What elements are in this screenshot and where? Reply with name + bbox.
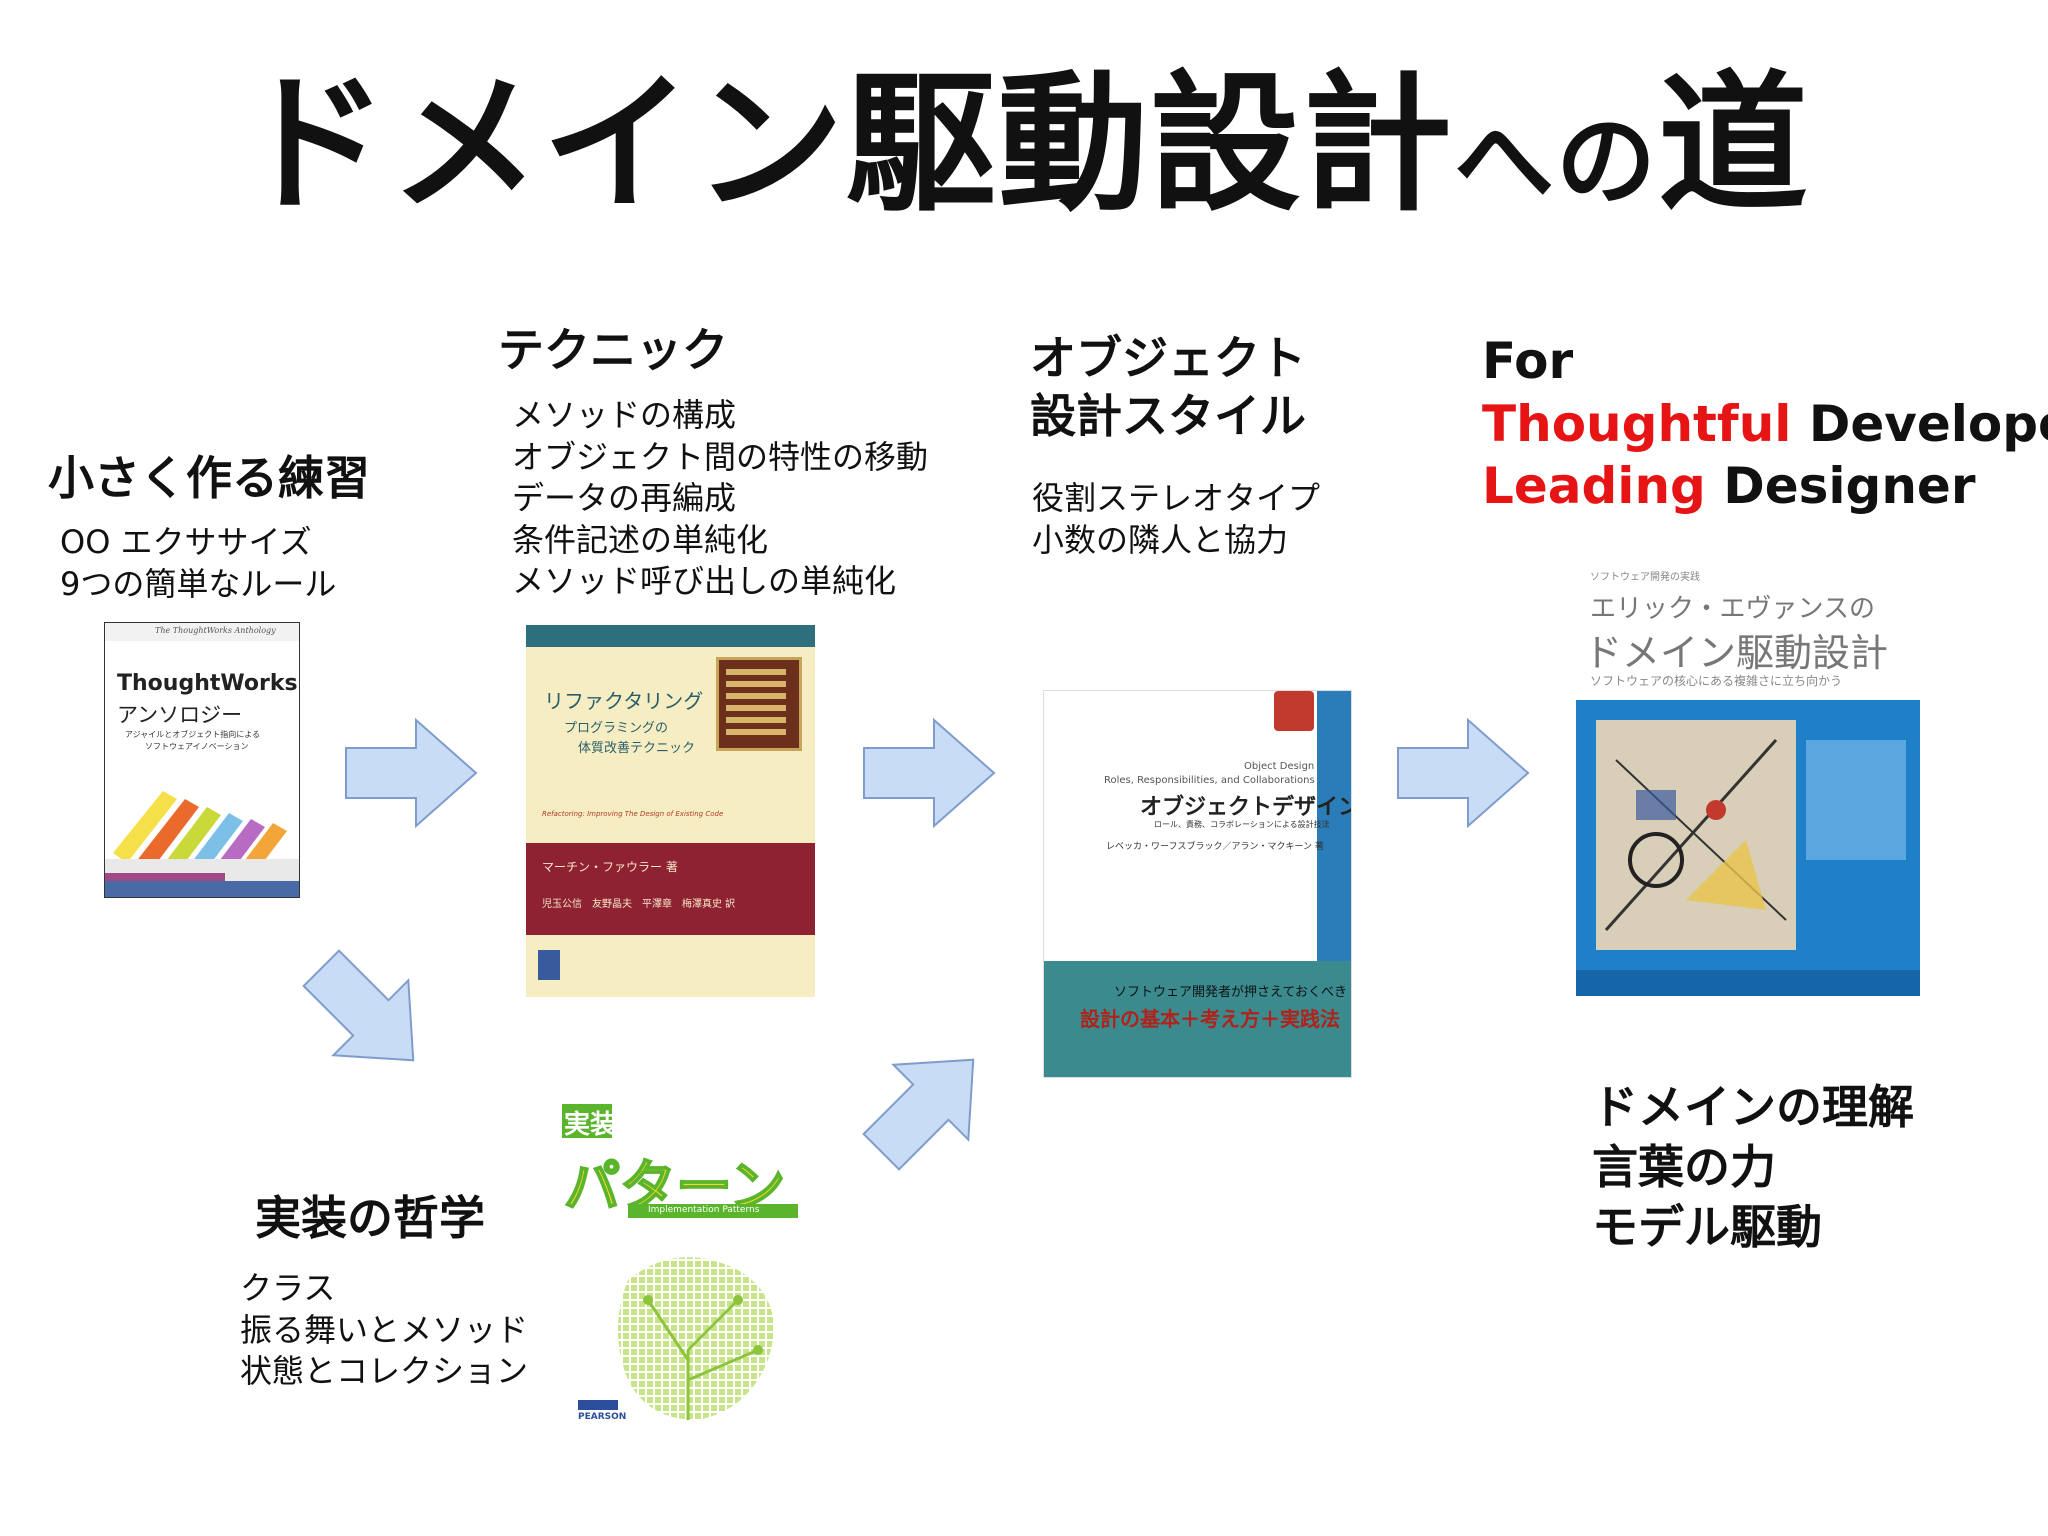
for-line1: For (1482, 332, 1574, 390)
arrow-down-right-icon (300, 949, 436, 1070)
title-connector: への (1454, 103, 1658, 220)
object-design-heading: オブジェクト 設計スタイル (1030, 330, 1306, 445)
book-english-title: Object Design (1244, 761, 1315, 772)
technique-item: メソッド呼び出しの単純化 (512, 562, 897, 601)
for-line2-black: Developer (1808, 394, 2048, 453)
technique-heading: テクニック (498, 323, 728, 377)
object-design-heading-line1: オブジェクト (1030, 331, 1306, 385)
ddd-item: 言葉の力 (1592, 1139, 1776, 1194)
book-title: ドメイン駆動設計 (1584, 631, 1889, 675)
object-design-item: 小数の隣人と協力 (1032, 520, 1289, 559)
practice-list: OO エクササイズ 9つの簡単なルール (60, 522, 336, 605)
for-line2-red: Thoughtful (1482, 394, 1792, 453)
book-title: リファクタリング (544, 689, 704, 713)
philosophy-item: 状態とコレクション (240, 1352, 529, 1391)
object-design-list: 役割ステレオタイプ 小数の隣人と協力 (1032, 478, 1320, 561)
book-title: アンソロジー (117, 703, 243, 727)
practice-item: OO エクササイズ (60, 523, 312, 561)
book-subtitle: プログラミングの (564, 721, 669, 736)
book-subtitle: ロール、責務、コラボレーションによる設計技法 (1154, 820, 1330, 829)
book-brand: ThoughtWorks (117, 671, 298, 696)
arrow-right-icon (862, 718, 998, 828)
technique-item: データの再編成 (512, 479, 737, 518)
book-english-title: Refactoring: Improving The Design of Exi… (542, 810, 724, 818)
book-subtitle: ソフトウェアイノベーション (145, 742, 249, 751)
book-top-note: ソフトウェア開発の実践 (1590, 572, 1700, 583)
ddd-item: モデル駆動 (1592, 1199, 1822, 1254)
technique-item: メソッドの構成 (512, 396, 737, 434)
book-authors: レベッカ・ワーフスブラック／アラン・マクキーン 著 (1106, 842, 1324, 852)
book-translators: 児玉公信 友野晶夫 平澤章 梅澤真史 訳 (542, 899, 736, 910)
book-evans-ddd[interactable]: ソフトウェア開発の実践 エリック・エヴァンスの ドメイン駆動設計 ソフトウェアの… (1576, 560, 1920, 996)
book-publisher: PEARSON (578, 1412, 627, 1422)
philosophy-heading: 実装の哲学 (255, 1191, 485, 1245)
book-band: ソフトウェア開発者が押さえておくべき (1114, 985, 1347, 1000)
book-title: 実装 (564, 1110, 617, 1140)
philosophy-item: 振る舞いとメソッド (240, 1310, 529, 1349)
arrow-right-icon (1396, 718, 1532, 828)
book-object-design[interactable]: Object Design Roles, Responsibilities, a… (1043, 690, 1352, 1078)
book-implementation-patterns[interactable]: 実装 パターン Implementation Patterns PEARSON (558, 1100, 805, 1434)
ddd-list: ドメインの理解 言葉の力 モデル駆動 (1592, 1078, 1914, 1257)
book-series: The ThoughtWorks Anthology (155, 626, 276, 635)
book-subtitle: 体質改善テクニック (578, 741, 696, 756)
book-thoughtworks-anthology[interactable]: The ThoughtWorks Anthology ThoughtWorks … (104, 622, 300, 898)
arrow-right-icon (344, 718, 480, 828)
practice-item: 9つの簡単なルール (60, 564, 337, 603)
book-english-subtitle: Roles, Responsibilities, and Collaborati… (1104, 775, 1315, 786)
title-main: ドメイン駆動設計 (237, 58, 1454, 232)
object-design-item: 役割ステレオタイプ (1032, 479, 1321, 517)
page-title: ドメイン駆動設計への道 (0, 70, 2048, 220)
book-band: 設計の基本＋考え方＋実践法 (1080, 1007, 1340, 1031)
object-design-heading-line2: 設計スタイル (1030, 388, 1306, 443)
philosophy-item: クラス (240, 1269, 336, 1307)
philosophy-list: クラス 振る舞いとメソッド 状態とコレクション (240, 1268, 528, 1393)
technique-list: メソッドの構成 オブジェクト間の特性の移動 データの再編成 条件記述の単純化 メ… (512, 395, 928, 603)
book-subtitle: ソフトウェアの核心にある複雑さに立ち向かう (1590, 674, 1843, 688)
technique-item: オブジェクト間の特性の移動 (512, 437, 929, 476)
books-illustration (105, 791, 299, 897)
book-refactoring[interactable]: リファクタリング プログラミングの 体質改善テクニック Refactoring:… (526, 625, 815, 997)
tree-illustration (578, 1257, 774, 1420)
for-line3-red: Leading (1482, 457, 1706, 515)
for-line3-black: Designer (1705, 457, 1976, 515)
arrow-up-right-icon (860, 1050, 996, 1171)
book-title: オブジェクトデザイン (1140, 795, 1352, 820)
for-heading: For Thoughtful Developer Leading Designe… (1482, 330, 2048, 518)
book-author: マーチン・ファウラー 著 (542, 860, 678, 874)
book-title: エリック・エヴァンスの (1590, 594, 1875, 624)
title-last: 道 (1658, 58, 1811, 232)
book-band: Implementation Patterns (648, 1205, 760, 1215)
technique-item: 条件記述の単純化 (512, 520, 769, 559)
kandinsky-illustration (1576, 700, 1920, 996)
book-subtitle: アジャイルとオブジェクト指向による (125, 730, 261, 739)
ddd-item: ドメインの理解 (1592, 1080, 1914, 1134)
practice-heading: 小さく作る練習 (48, 451, 370, 505)
